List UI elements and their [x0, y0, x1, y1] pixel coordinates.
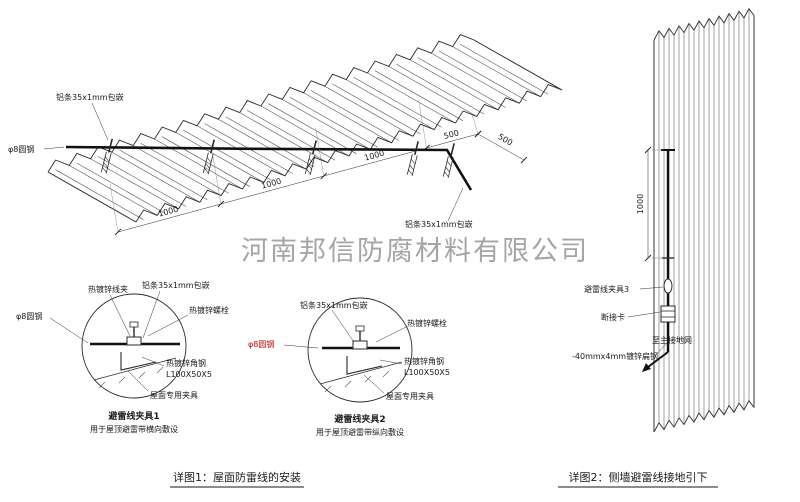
detail1-subtitle: 用于屋顶避雷带横向敷设 — [90, 424, 178, 434]
company-watermark: 河南邦信防腐材料有限公司 — [241, 236, 589, 267]
detail1-clamp — [126, 336, 142, 346]
disconnect-card-symbol — [660, 305, 676, 323]
leader — [141, 356, 165, 367]
wall-label-to-ground: 至主接地网 — [652, 335, 692, 345]
wall-label-clamp3: 避雷线夹具3 — [584, 284, 629, 294]
detail1-label-alum-strip: 铝条35x1mm包嵌 — [142, 280, 210, 290]
leader — [49, 317, 89, 344]
hatch — [344, 380, 352, 388]
leader — [363, 374, 385, 394]
hatch — [138, 371, 146, 379]
leader — [627, 311, 661, 318]
roof-wire-clamps — [100, 138, 455, 178]
leader-strip-top — [91, 102, 109, 141]
hatch — [382, 370, 390, 378]
leader — [109, 294, 131, 337]
figure1-caption: 详图1：屋面防雷线的安装 — [173, 470, 301, 484]
roof-label-aluminum-strip-top: 铝条35x1mm包嵌 — [56, 92, 124, 102]
leader — [639, 286, 664, 290]
roof-label-aluminum-strip-right: 铝条35x1mm包嵌 — [405, 219, 473, 229]
wall-down-conductor-group: 1000 避雷线夹具3 断接卡 至主接地网 -40mmx4mm镀锌扁钢 — [572, 146, 692, 372]
detail2-label-roof-clamp: 屋面专用夹具 — [386, 391, 434, 401]
detail1-label-roof-clamp: 屋面专用夹具 — [150, 390, 198, 400]
leader-strip-right — [447, 187, 464, 222]
corrugated-roof-sheet — [47, 34, 563, 223]
dim-500-b: 500 — [496, 132, 514, 147]
detail1-angle-steel — [120, 352, 157, 371]
detail2-subtitle: 用于屋顶避雷带纵向敷设 — [316, 427, 404, 437]
detail2-nut — [355, 325, 365, 332]
dim-1000-b: 1000 — [260, 177, 282, 191]
detail1-label-round-steel: φ8圆钢 — [16, 311, 42, 321]
hatch — [324, 385, 332, 393]
hatch — [156, 366, 164, 374]
leader — [147, 314, 189, 337]
detail1-circle — [81, 293, 187, 399]
detail-circle-2: 铝条35x1mm包嵌 热镀锌螺栓 φ8圆钢 热镀锌角钢 L100X50X5 屋面… — [248, 297, 450, 437]
leader — [127, 370, 149, 392]
detail1-roof-surface — [93, 357, 177, 381]
detail2-label-angle-spec: L100X50X5 — [404, 368, 450, 377]
figure2-caption: 详图2：侧墙避雷线接地引下 — [569, 470, 708, 484]
dim-1000-a: 1000 — [157, 205, 179, 219]
detail1-label-wire-clip: 热镀锌线夹 — [88, 284, 128, 294]
detail1-label-angle-spec: L100X50X5 — [166, 370, 212, 379]
detail-circle-1: 热镀锌线夹 铝条35x1mm包嵌 热镀锌螺栓 φ8圆钢 热镀锌角钢 L100X5… — [16, 280, 229, 434]
leader — [375, 326, 407, 343]
dim-500-a: 500 — [443, 128, 460, 141]
detail2-label-bolt: 热镀锌螺栓 — [407, 318, 447, 328]
hatch — [118, 376, 126, 384]
wall-dim-tick — [644, 254, 652, 262]
wall-dim-1000: 1000 — [636, 194, 645, 214]
hatch — [364, 375, 372, 383]
detail1-nut — [129, 321, 139, 328]
detail2-label-angle-steel: 热镀锌角钢 — [404, 356, 444, 366]
leader — [379, 359, 403, 365]
detail1-label-bolt: 热镀锌螺栓 — [189, 305, 229, 315]
wall-label-flat-steel: -40mmx4mm镀锌扁钢 — [572, 351, 658, 361]
detail2-label-round-steel: φ8圆钢 — [248, 339, 274, 349]
wall-dim-tick — [644, 146, 652, 154]
hatch — [98, 381, 106, 389]
leader — [331, 309, 355, 343]
corrugated-wall-panel — [653, 7, 755, 433]
wall-label-disconnect: 断接卡 — [601, 312, 625, 322]
ground-arrowhead — [642, 363, 651, 372]
leader — [142, 290, 161, 339]
detail2-roof-surface — [319, 361, 403, 385]
detail2-angle-steel — [346, 356, 383, 375]
detail2-clamp — [352, 340, 368, 350]
detail2-title: 避雷线夹具2 — [334, 413, 385, 425]
leader — [654, 343, 667, 357]
detail1-label-angle-steel: 热镀锌角钢 — [166, 358, 206, 368]
roof-lightning-wire — [65, 145, 473, 191]
roof-dimension-lines — [109, 99, 528, 236]
detail2-circle — [307, 297, 413, 403]
wall-clamp3-symbol — [663, 278, 673, 294]
leader — [283, 344, 319, 349]
roof-label-round-steel: φ8圆钢 — [8, 144, 34, 154]
leader-round-steel — [43, 146, 65, 150]
detail2-label-alum-strip: 铝条35x1mm包嵌 — [300, 300, 368, 310]
detail1-title: 避雷线夹具1 — [108, 410, 159, 422]
